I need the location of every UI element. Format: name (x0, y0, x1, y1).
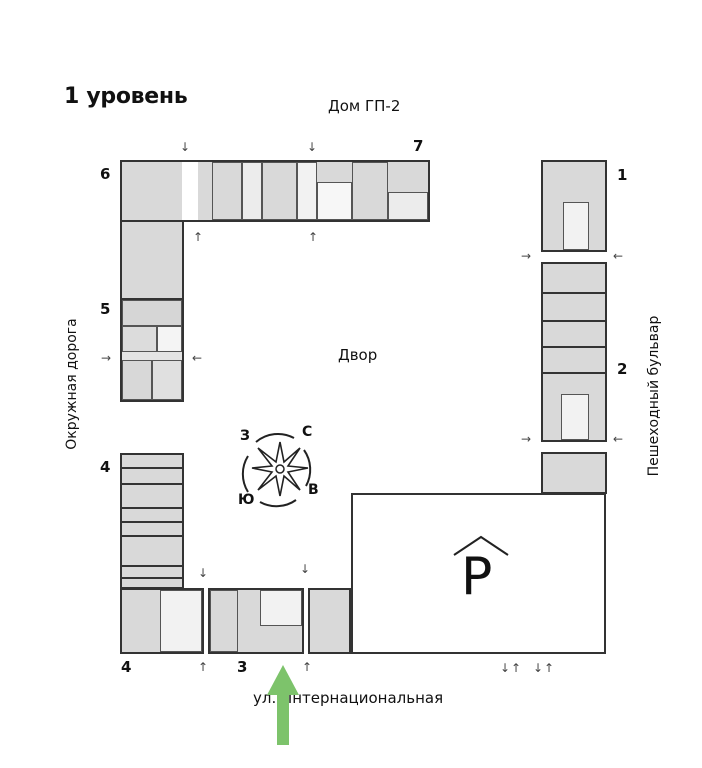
bottom-street-label: ул. Интернациональная (253, 689, 444, 707)
room (352, 162, 388, 220)
wall (122, 483, 182, 485)
top-wing-block (120, 160, 430, 222)
entrance-arrow-up: ↑ (302, 660, 313, 674)
section-2-lower-block (541, 452, 607, 494)
parking-arrow-down: ↓ (533, 661, 544, 675)
wall (122, 507, 182, 509)
lobby-top (317, 182, 352, 220)
section-3-end-block (308, 588, 351, 654)
parking-area: P (351, 493, 606, 654)
parking-symbol: P (461, 547, 493, 607)
section-1-block (541, 160, 607, 252)
entrance-arrow-left: ← (613, 432, 624, 446)
compass: З С В Ю (238, 424, 322, 512)
entrance-arrow-right: → (521, 432, 532, 446)
room (122, 360, 152, 400)
wall (122, 565, 182, 567)
parking-arrow-up: ↑ (511, 661, 522, 675)
wall (122, 521, 182, 523)
wall (543, 320, 605, 322)
section-4-lower-label: 4 (121, 658, 132, 676)
stairwell (260, 590, 302, 626)
entrance-arrow-up: ↑ (193, 230, 204, 244)
entrance-arrow-up: ↑ (198, 660, 209, 674)
stairwell (563, 202, 589, 250)
passage-top-left (182, 162, 198, 220)
parking-arrow-up: ↑ (544, 661, 555, 675)
stairwell (160, 590, 202, 652)
section-4-upper-label: 4 (100, 458, 111, 476)
level-title: 1 уровень (64, 84, 188, 109)
entrance-arrow-left: ← (192, 351, 203, 365)
compass-east: В (308, 482, 319, 498)
main-entrance-arrow-icon (267, 665, 299, 745)
stairwell (157, 326, 182, 352)
wall (122, 577, 182, 579)
parking-arrow-down: ↓ (500, 661, 511, 675)
entrance-arrow-left: ← (613, 249, 624, 263)
section-5-label: 5 (100, 300, 111, 318)
compass-north: С (302, 424, 313, 440)
entrance-arrow-right: → (101, 351, 112, 365)
entrance-arrow-down: ↓ (307, 140, 318, 154)
yard-label: Двор (338, 346, 378, 364)
wall (543, 346, 605, 348)
room (242, 162, 262, 220)
entrance-arrow-down: ↓ (300, 562, 311, 576)
compass-rose-icon (241, 432, 312, 508)
house-label: Дом ГП-2 (328, 97, 401, 115)
wall (122, 467, 182, 469)
left-road-label: Окружная дорога (64, 318, 80, 450)
section-5-block (120, 298, 184, 402)
section-2-label: 2 (617, 360, 628, 378)
section-6-label: 6 (100, 165, 111, 183)
room (210, 590, 238, 652)
stairwell-top (297, 162, 317, 220)
compass-south: Ю (238, 492, 255, 508)
room (122, 326, 157, 352)
room (152, 360, 182, 400)
section-1-label: 1 (617, 166, 628, 184)
parking-roof-icon (453, 535, 509, 556)
entrance-arrow-down: ↓ (198, 566, 209, 580)
section-7-label: 7 (413, 137, 424, 155)
section-4-lower-block (120, 588, 204, 654)
section-6-lower-block (120, 220, 184, 300)
compass-west: З (240, 428, 250, 444)
wall (543, 372, 605, 374)
entrance-arrow-up: ↑ (308, 230, 319, 244)
room (388, 192, 428, 220)
entrance-arrow-down: ↓ (180, 140, 191, 154)
right-road-label: Пешеходный бульвар (646, 315, 662, 477)
room (122, 300, 182, 326)
section-3-block (208, 588, 304, 654)
entrance-arrow-right: → (521, 249, 532, 263)
room (262, 162, 297, 220)
wall (122, 535, 182, 537)
section-4-upper-block (120, 453, 184, 589)
wall (543, 292, 605, 294)
section-3-label: 3 (237, 658, 248, 676)
stairwell (561, 394, 589, 440)
section-2-block (541, 262, 607, 442)
room (212, 162, 242, 220)
